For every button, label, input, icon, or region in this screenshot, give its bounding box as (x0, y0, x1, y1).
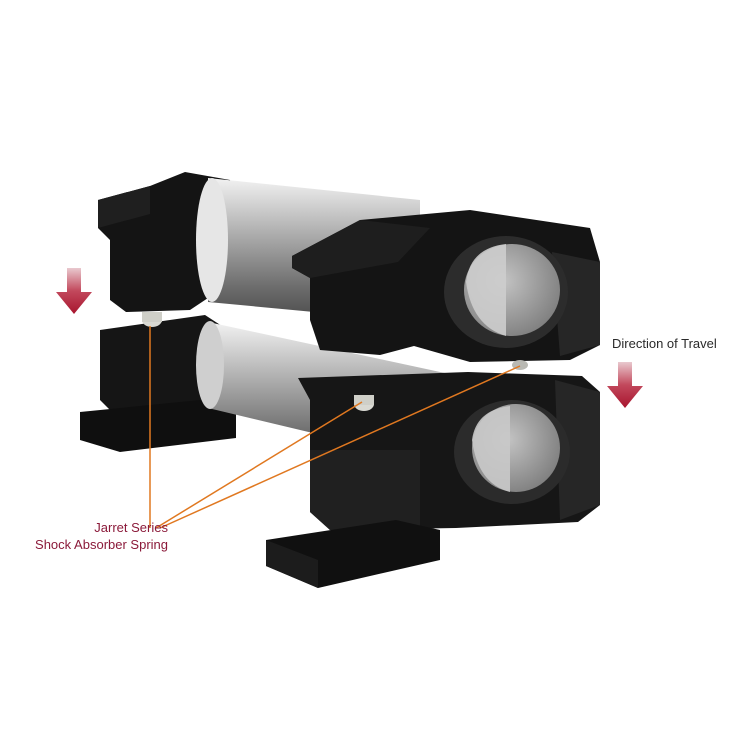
lower-back-block (100, 315, 228, 412)
upper-roller (98, 172, 600, 362)
leader-lines (149, 326, 521, 529)
down-arrow-icon (56, 268, 92, 314)
lower-back-foot (80, 400, 236, 452)
spring-label-line1: Jarret Series (94, 520, 168, 535)
direction-of-travel-label: Direction of Travel (612, 336, 717, 351)
down-arrow-icon (607, 362, 643, 408)
spring-label-line2: Shock Absorber Spring (35, 537, 168, 552)
lower-roller (80, 315, 600, 588)
